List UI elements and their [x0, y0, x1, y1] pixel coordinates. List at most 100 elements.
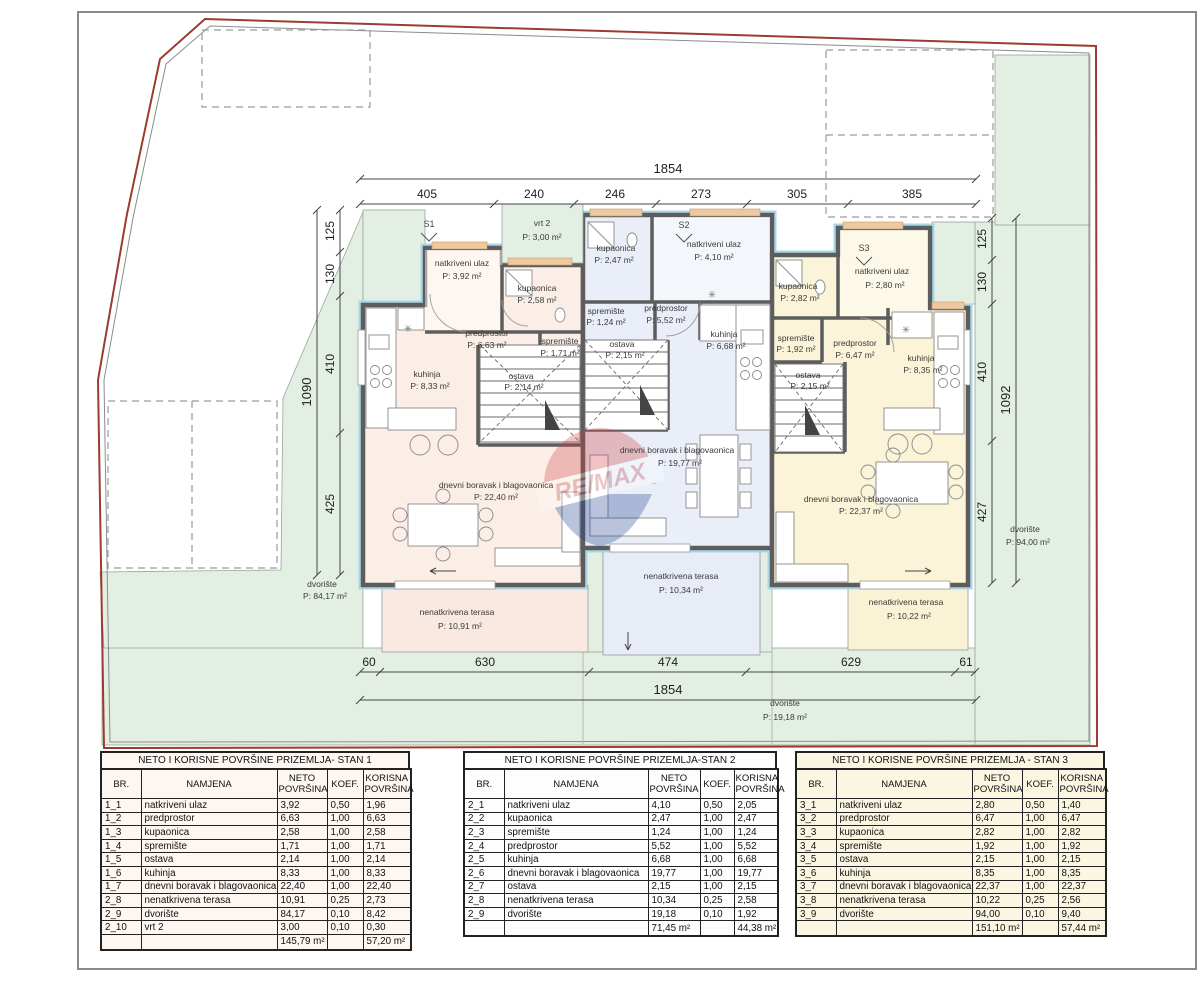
table-cell: 19,77: [647, 865, 701, 881]
column-header: NETO POVRŠINA: [276, 768, 328, 799]
dim-label: 273: [691, 187, 711, 201]
table-cell: 2,14: [276, 852, 328, 867]
table-cell: 5,52: [733, 838, 779, 854]
table-cell: 3_1: [795, 798, 837, 813]
column-header: KOEF.: [1021, 768, 1059, 799]
table-header-row: BR. NAMJENA NETO POVRŠINA KOEF. KORISNA …: [795, 768, 1109, 799]
table-cell: [326, 933, 364, 951]
remax-watermark: RE/MAX: [534, 428, 666, 546]
table-cell: 6,63: [276, 811, 328, 827]
table-cell: [140, 933, 278, 951]
table-cell: spremište: [140, 838, 278, 854]
svg-text:✳: ✳: [902, 325, 910, 336]
table-cell: [795, 920, 837, 937]
table-cell: 9,40: [1057, 906, 1107, 922]
room-area: P: 4,10 m²: [694, 252, 733, 262]
door-arcs: [429, 293, 895, 353]
dim-label: 630: [475, 655, 495, 669]
table-cell: 1,00: [326, 852, 364, 867]
table-cell: 10,91: [276, 893, 328, 908]
site-label: vrt 2: [534, 218, 551, 228]
furniture-stan1: [365, 269, 581, 567]
table-cell: kuhinja: [503, 852, 649, 867]
room-label: ostava: [508, 371, 533, 381]
table-cell: 1,92: [733, 906, 779, 922]
room-area: P: 1,24 m²: [586, 317, 625, 327]
table-cell: 8,33: [362, 865, 412, 881]
dim-label: 240: [524, 187, 544, 201]
table-cell: 1,00: [326, 811, 364, 827]
room-label: spremište: [542, 336, 579, 346]
table-cell: 2_6: [463, 865, 505, 881]
dim-right: 125 130 410 427 1092: [975, 213, 1021, 588]
table-cell: 2,80: [971, 798, 1023, 813]
area-table-stan1: NETO I KORISNE POVRŠINE PRIZEMLJA- STAN …: [100, 751, 414, 951]
entry-arrows: [429, 567, 932, 651]
table-cell: 2,73: [362, 893, 412, 908]
dim-label: 405: [417, 187, 437, 201]
table-cell: 3_7: [795, 879, 837, 895]
chevron-down-icon: [855, 256, 873, 266]
room-label: natkriveni ulaz: [855, 266, 909, 276]
room-area: P: 19,77 m²: [658, 458, 702, 468]
table-cell: [100, 933, 142, 951]
room-label: predprostor: [644, 303, 688, 313]
dim-label: 1092: [998, 386, 1013, 415]
table-cell: 1_5: [100, 852, 142, 867]
table-cell: 1,24: [647, 825, 701, 840]
table-cell: 0,50: [699, 798, 735, 813]
table-header-row: BR. NAMJENA NETO POVRŠINA KOEF. KORISNA …: [463, 768, 785, 799]
room-area: P: 2,47 m²: [594, 255, 633, 265]
dim-label: 305: [787, 187, 807, 201]
room-area: P: 1,71 m²: [540, 348, 579, 358]
table-cell: 1,71: [276, 838, 328, 854]
total-neto: 71,45 m²: [647, 920, 701, 937]
dim-left: 125 130 410 425 1090: [299, 205, 345, 580]
room-area: P: 2,58 m²: [517, 295, 556, 305]
table-cell: 10,22: [971, 893, 1023, 908]
room-area: P: 2,15 m²: [605, 350, 644, 360]
table-cell: 1,00: [1021, 825, 1059, 840]
table-cell: 0,25: [699, 893, 735, 908]
chevron-down-icon: [675, 233, 693, 243]
dim-label: 60: [362, 655, 376, 669]
table-cell: 2,15: [1057, 852, 1107, 867]
table-cell: 1,00: [699, 838, 735, 854]
table-cell: 1_7: [100, 879, 142, 895]
table-cell: 1_1: [100, 798, 142, 813]
site-area: P: 94,00 m²: [1006, 537, 1050, 547]
table-cell: 22,37: [1057, 879, 1107, 895]
table-cell: ostava: [835, 852, 973, 867]
table-cell: 0,10: [326, 906, 364, 922]
entrance-zone-stan3: [840, 230, 928, 316]
table-cell: [835, 920, 973, 937]
table-cell: dnevni boravak i blagovaonica: [835, 879, 973, 895]
room-area: P: 8,35 m²: [903, 365, 942, 375]
table-cell: kupaonica: [140, 825, 278, 840]
table-cell: dvorište: [140, 906, 278, 922]
total-korisna: 57,44 m²: [1057, 920, 1107, 937]
table-cell: 1,40: [1057, 798, 1107, 813]
dim-label: 629: [841, 655, 861, 669]
table-cell: 10,34: [647, 893, 701, 908]
table-cell: 1,00: [326, 838, 364, 854]
table-cell: 1_6: [100, 865, 142, 881]
room-label: predprostor: [833, 338, 877, 348]
table-cell: 1,00: [699, 811, 735, 827]
table-cell: 2_1: [463, 798, 505, 813]
table-cell: kupaonica: [835, 825, 973, 840]
table-cell: 2_9: [463, 906, 505, 922]
table-title: NETO I KORISNE POVRŠINE PRIZEMLJA - STAN…: [795, 751, 1105, 768]
total-neto: 145,79 m²: [276, 933, 328, 951]
dim-label: 1854: [654, 161, 683, 176]
table-cell: 22,40: [276, 879, 328, 895]
